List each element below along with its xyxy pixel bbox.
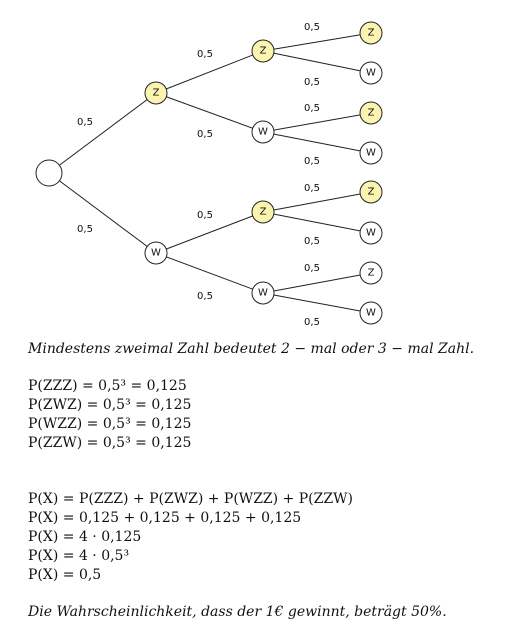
node-w — [144, 241, 168, 265]
node-z-label: Z — [153, 88, 160, 99]
edge-wz-wzz — [262, 191, 372, 213]
node-w-label: W — [151, 248, 161, 259]
node-wzw — [359, 221, 383, 245]
edge-label-w-wz: 0,5 — [197, 210, 213, 221]
edge-label-z-zw: 0,5 — [197, 129, 213, 140]
edge-label-w-ww: 0,5 — [197, 291, 213, 302]
edge-zz-zzw — [262, 50, 372, 74]
edge-z-zz — [155, 50, 264, 94]
calc-result: P(X) = 0,5 — [28, 567, 102, 583]
node-wzz-label: Z — [368, 187, 375, 198]
edge-z-zw — [155, 92, 264, 133]
node-ww — [251, 281, 275, 305]
node-wzw-label: W — [366, 228, 376, 239]
node-zz — [251, 39, 275, 63]
calc-product: P(X) = 4 · 0,125 — [28, 529, 142, 545]
conclusion-text: Die Wahrscheinlichkeit, dass der 1€ gewi… — [28, 604, 447, 620]
node-ww-label: W — [258, 288, 268, 299]
case-zzz: P(ZZZ) = 0,5³ = 0,125 — [28, 378, 187, 394]
edge-zz-zzz — [262, 32, 372, 52]
calc-sum: P(X) = P(ZZZ) + P(ZWZ) + P(WZZ) + P(ZZW) — [28, 491, 353, 507]
case-zwz: P(ZWZ) = 0,5³ = 0,125 — [28, 397, 192, 413]
edge-label-ww-www: 0,5 — [304, 317, 320, 328]
edge-ww-wwz — [262, 272, 372, 294]
node-wz-label: Z — [260, 207, 267, 218]
node-wwz — [359, 261, 383, 285]
edge-root-w — [48, 172, 157, 254]
case-wzz: P(WZZ) = 0,5³ = 0,125 — [28, 416, 192, 432]
edge-label-root-w: 0,5 — [77, 224, 93, 235]
edge-w-wz — [155, 211, 264, 254]
tree-edges — [48, 32, 372, 314]
node-www — [359, 301, 383, 325]
node-zw — [251, 120, 275, 144]
node-zzw — [359, 61, 383, 85]
edge-label-ww-wwz: 0,5 — [304, 263, 320, 274]
node-zww-label: W — [366, 148, 376, 159]
case-zzw: P(ZZW) = 0,5³ = 0,125 — [28, 435, 192, 451]
edge-zw-zww — [262, 131, 372, 154]
calc-power: P(X) = 4 · 0,5³ — [28, 548, 130, 564]
edge-wz-wzw — [262, 211, 372, 234]
node-wwz-label: Z — [368, 268, 375, 279]
node-zww — [359, 141, 383, 165]
edge-label-wz-wzw: 0,5 — [304, 236, 320, 247]
calc-values: P(X) = 0,125 + 0,125 + 0,125 + 0,125 — [28, 510, 302, 526]
edge-label-zz-zzz: 0,5 — [304, 22, 320, 33]
tree-nodes: Z W Z W Z W Z W Z W Z W Z W — [35, 21, 383, 325]
edge-label-zw-zwz: 0,5 — [304, 103, 320, 114]
node-zwz — [359, 101, 383, 125]
edge-label-root-z: 0,5 — [77, 117, 93, 128]
node-zz-label: Z — [260, 46, 267, 57]
edge-zw-zwz — [262, 112, 372, 133]
intro-text: Mindestens zweimal Zahl bedeutet 2 − mal… — [28, 341, 475, 357]
node-zzz — [359, 21, 383, 45]
edge-root-z — [48, 92, 157, 174]
edge-labels: 0,5 0,5 0,5 0,5 0,5 0,5 0,5 0,5 0,5 0,5 … — [77, 22, 320, 328]
node-www-label: W — [366, 308, 376, 319]
edge-ww-www — [262, 292, 372, 314]
node-zw-label: W — [258, 127, 268, 138]
node-zwz-label: Z — [368, 108, 375, 119]
edge-label-z-zz: 0,5 — [197, 49, 213, 60]
node-root — [35, 159, 63, 187]
edge-label-zz-zzw: 0,5 — [304, 77, 320, 88]
node-wz — [251, 200, 275, 224]
node-zzw-label: W — [366, 68, 376, 79]
edge-w-ww — [155, 252, 264, 294]
edge-label-zw-zww: 0,5 — [304, 156, 320, 167]
node-wzz — [359, 180, 383, 204]
edge-label-wz-wzz: 0,5 — [304, 183, 320, 194]
probability-tree: 0,5 0,5 0,5 0,5 0,5 0,5 0,5 0,5 0,5 0,5 … — [35, 21, 383, 328]
node-z — [144, 81, 168, 105]
node-zzz-label: Z — [368, 28, 375, 39]
